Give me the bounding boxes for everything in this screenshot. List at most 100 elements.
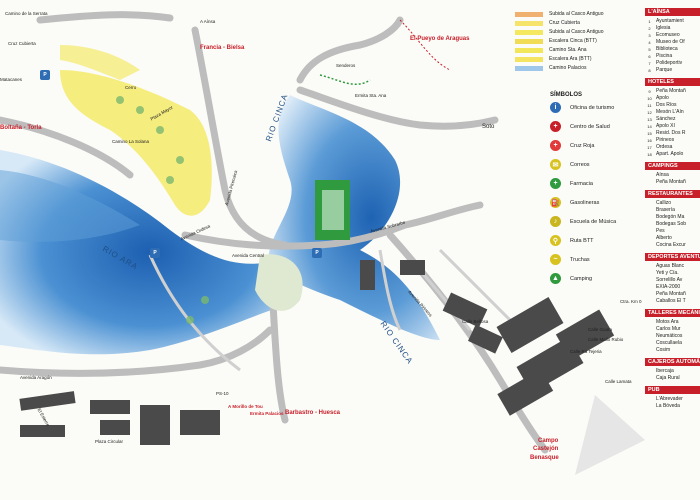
road-sobrarbe [401, 201, 484, 229]
fish-icon: ~ [550, 254, 561, 265]
index-item: Sorrelillo Av [645, 277, 682, 283]
index-item-label: EXIA-2000 [656, 284, 681, 290]
label-soto: Soto [482, 124, 495, 130]
legend-route-row: Subida al Casco Antiguo [515, 11, 603, 17]
index-item-number [645, 229, 654, 234]
label-calle-mallo: Calle Mallo Rubio [588, 337, 624, 342]
legend-route-swatch [515, 56, 543, 62]
legend-route-row: Camino Sta. Ana [515, 47, 587, 53]
legend-route-swatch [515, 47, 543, 53]
index-item: 8 Parque [645, 67, 672, 73]
label-camino-sorrosal: Camino de la Serrata [5, 11, 48, 16]
legend-symbol-row: ⛽Gasolineras [550, 197, 599, 208]
index-item: 7 Polideportiv [645, 60, 682, 66]
index-item-number [645, 173, 654, 178]
info-icon: i [550, 102, 561, 113]
index-item: Aínsa [645, 172, 669, 178]
label-cruz-cubierta: Cruz Cubierta [8, 41, 36, 46]
index-item-number: 8 [648, 67, 651, 73]
legend-symbol-label: Gasolineras [570, 199, 600, 206]
index-item-number: 6 [648, 53, 651, 59]
index-item-label: Carlos Mur [656, 326, 681, 332]
index-item-label: Resid. Dos R [656, 130, 686, 136]
legend-symbol-label: Escuela de Música [570, 218, 617, 225]
index-item-number [645, 320, 654, 325]
legend-symbol-row: + Farmacia [550, 178, 593, 189]
legend-symbol-label: Farmacia [570, 180, 593, 187]
label-calle-ra: Calle Ra Tejeria [570, 349, 602, 354]
road-aragon [0, 326, 274, 377]
legend-route-row: Subida al Casco Antiguo [515, 29, 603, 35]
index-item-number: 15 [647, 130, 652, 136]
legend-route-row: Cruz Cubierta [515, 20, 580, 26]
index-item: Ibercaja [645, 368, 674, 374]
legend-symbol-label: Ruta BTT [570, 237, 594, 244]
index-item-label: L'Abrevader [656, 396, 683, 402]
health-icon: + [550, 121, 561, 132]
index-item-label: Mesón L'Aín [656, 109, 684, 115]
legend-route-label: Escalera Ara (BTT) [549, 56, 592, 62]
index-item-number [645, 243, 654, 248]
legend-route-label: Camino Sta. Ana [549, 47, 587, 53]
index-section-title: CAJEROS AUTOMÁ [645, 358, 700, 366]
index-item-label: Callizo [656, 200, 672, 206]
index-item-number [645, 222, 654, 227]
legend-route-label: Subida al Casco Antiguo [549, 11, 604, 17]
index-item-label: Sorrelillo Av [656, 277, 683, 283]
index-section-title: RESTAURANTES [645, 190, 700, 198]
index-item: Pes [645, 228, 665, 234]
index-item-label: Peña Montañ [656, 179, 686, 185]
index-item-label: Cocina Excur [656, 242, 686, 248]
index-item-label: Parque [656, 67, 673, 73]
index-item-label: Biblioteca [656, 46, 678, 52]
label-ctra-km: Ctra. Km 0 [620, 299, 642, 304]
legend-route-swatch [515, 20, 543, 26]
index-item-label: Caballos El T [656, 298, 686, 304]
index-item-label: Peña Montañ [656, 291, 686, 297]
index-item: Peña Montañ [645, 291, 686, 297]
index-item-label: Museo de Of [656, 39, 685, 45]
pharmacy-icon: + [550, 178, 561, 189]
index-item-number: 11 [647, 102, 652, 108]
index-item-label: Brasería [656, 207, 675, 213]
index-item-number: 2 [648, 25, 651, 31]
label-camino-solano: Camino La Solana [112, 139, 150, 144]
label-castejon: Castejón [533, 446, 559, 452]
index-item-number: 9 [648, 88, 651, 94]
index-section-title: L'AÍNSA [645, 8, 700, 16]
label-ermita: Ermita Sta. Ana [355, 93, 387, 98]
label-ps: PS-10 [216, 391, 229, 396]
index-item-label: Cosim [656, 347, 671, 353]
index-section-title: HOTELES [645, 78, 700, 86]
index-section-title: TALLERES MECÁNI [645, 309, 700, 317]
legend-route-label: Subida al Casco Antiguo [549, 29, 604, 35]
index-item-number [645, 236, 654, 241]
river-island [255, 254, 303, 311]
legend-symbol-label: Camping [570, 275, 593, 282]
legend-route-swatch [515, 11, 543, 17]
label-av-aragon: Avenida Aragón [20, 375, 52, 380]
label-av-central: Avenida Central [232, 253, 264, 258]
label-boltana: Boltaña - Torla [0, 125, 42, 131]
index-item-label: Coscullaela [656, 340, 682, 346]
legend-route-swatch [515, 29, 543, 35]
legend-route-row: Escalera Ara (BTT) [515, 56, 592, 62]
index-item-label: Polideportiv [656, 60, 683, 66]
index-item-label: Yeti y Cía. [656, 270, 679, 276]
label-francia-bielsa: Francia - Bielsa [200, 45, 245, 51]
index-item-number [645, 341, 654, 346]
index-item: Alberto [645, 235, 672, 241]
index-item-number [645, 180, 654, 185]
index-item: Yeti y Cía. [645, 270, 679, 276]
index-item-number: 7 [648, 60, 651, 66]
index-item-number [645, 201, 654, 206]
index-item-number: 16 [647, 137, 652, 143]
index-item: Carlos Mur [645, 326, 680, 332]
index-item-number [645, 327, 654, 332]
